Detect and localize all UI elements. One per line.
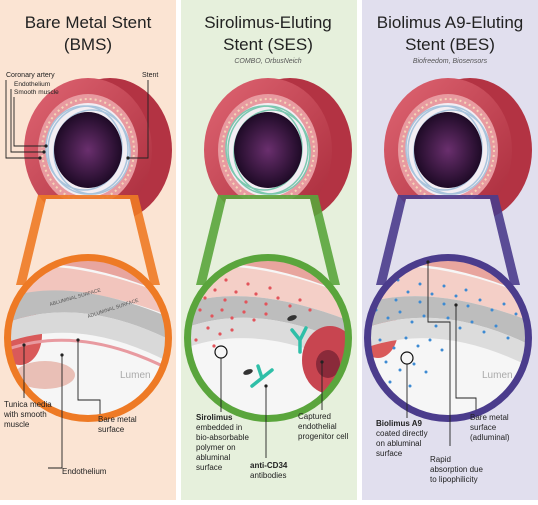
bes-callout-rapid-line2: absorption due — [430, 465, 483, 474]
bes-title-line1: Biolimus A9-Eluting — [377, 13, 523, 32]
ses-callout-sirolimus-bold: Sirolimus — [196, 413, 233, 422]
ses-subtitle: COMBO, OrbusNeich — [234, 58, 301, 65]
bms-label-endothelium: Endothelium — [14, 81, 50, 88]
bms-label-lumen: Lumen — [120, 370, 151, 381]
bms-callout-endothelium: Endothelium — [62, 467, 107, 476]
bes-subtitle: Biofreedom, Biosensors — [413, 58, 488, 65]
ses-callout-sirolimus-line6: surface — [196, 463, 223, 472]
bms-callout-bare-metal-line1: Bare metal — [98, 415, 137, 424]
bes-callout-rapid-line1: Rapid — [430, 455, 451, 464]
ses-title-line1: Sirolimus-Eluting — [204, 13, 332, 32]
bms-title-line1: Bare Metal Stent — [25, 13, 152, 32]
ses-callout-captured-line1: Captured — [298, 412, 331, 421]
bes-callout-biolimus-line4: surface — [376, 449, 403, 458]
ses-callout-sirolimus-line4: polymer on — [196, 443, 236, 452]
bes-callout-biolimus-line2: coated directly — [376, 429, 428, 438]
ses-callout-anti-cd34-line2: antibodies — [250, 471, 286, 480]
bms-label-smooth-muscle: Smooth muscle — [14, 89, 59, 96]
bes-callout-rapid-line3: to lipophilicity — [430, 475, 478, 484]
ses-title-line2: Stent (SES) — [223, 35, 313, 54]
bms-callout-tunica-line1: Tunica media — [4, 400, 52, 409]
bms-label-coronary-artery: Coronary artery — [6, 72, 55, 79]
bes-title-line2: Stent (BES) — [405, 35, 495, 54]
ses-callout-anti-cd34-bold: anti-CD34 — [250, 461, 288, 470]
bes-label-lumen: Lumen — [482, 370, 513, 381]
ses-callout-captured-line3: progenitor cell — [298, 432, 348, 441]
bms-title-line2: (BMS) — [64, 35, 112, 54]
bes-callout-bare-metal-line1: Bare metal — [470, 413, 509, 422]
ses-callout-sirolimus-line2: embedded in — [196, 423, 242, 432]
bes-callout-biolimus-line3: on abluminal — [376, 439, 422, 448]
bms-label-stent: Stent — [142, 72, 158, 79]
ses-callout-sirolimus-line5: abluminal — [196, 453, 230, 462]
ses-callout-sirolimus-line3: bio-absorbable — [196, 433, 249, 442]
bes-callout-bare-metal-line2: surface — [470, 423, 497, 432]
bes-callout-biolimus-bold: Biolimus A9 — [376, 419, 422, 428]
bms-callout-tunica-line3: muscle — [4, 420, 30, 429]
bms-callout-tunica-line2: with smooth — [3, 410, 47, 419]
bms-callout-bare-metal-line2: surface — [98, 425, 125, 434]
bes-callout-bare-metal-line3: (adluminal) — [470, 433, 510, 442]
ses-callout-captured-line2: endothelial — [298, 422, 337, 431]
